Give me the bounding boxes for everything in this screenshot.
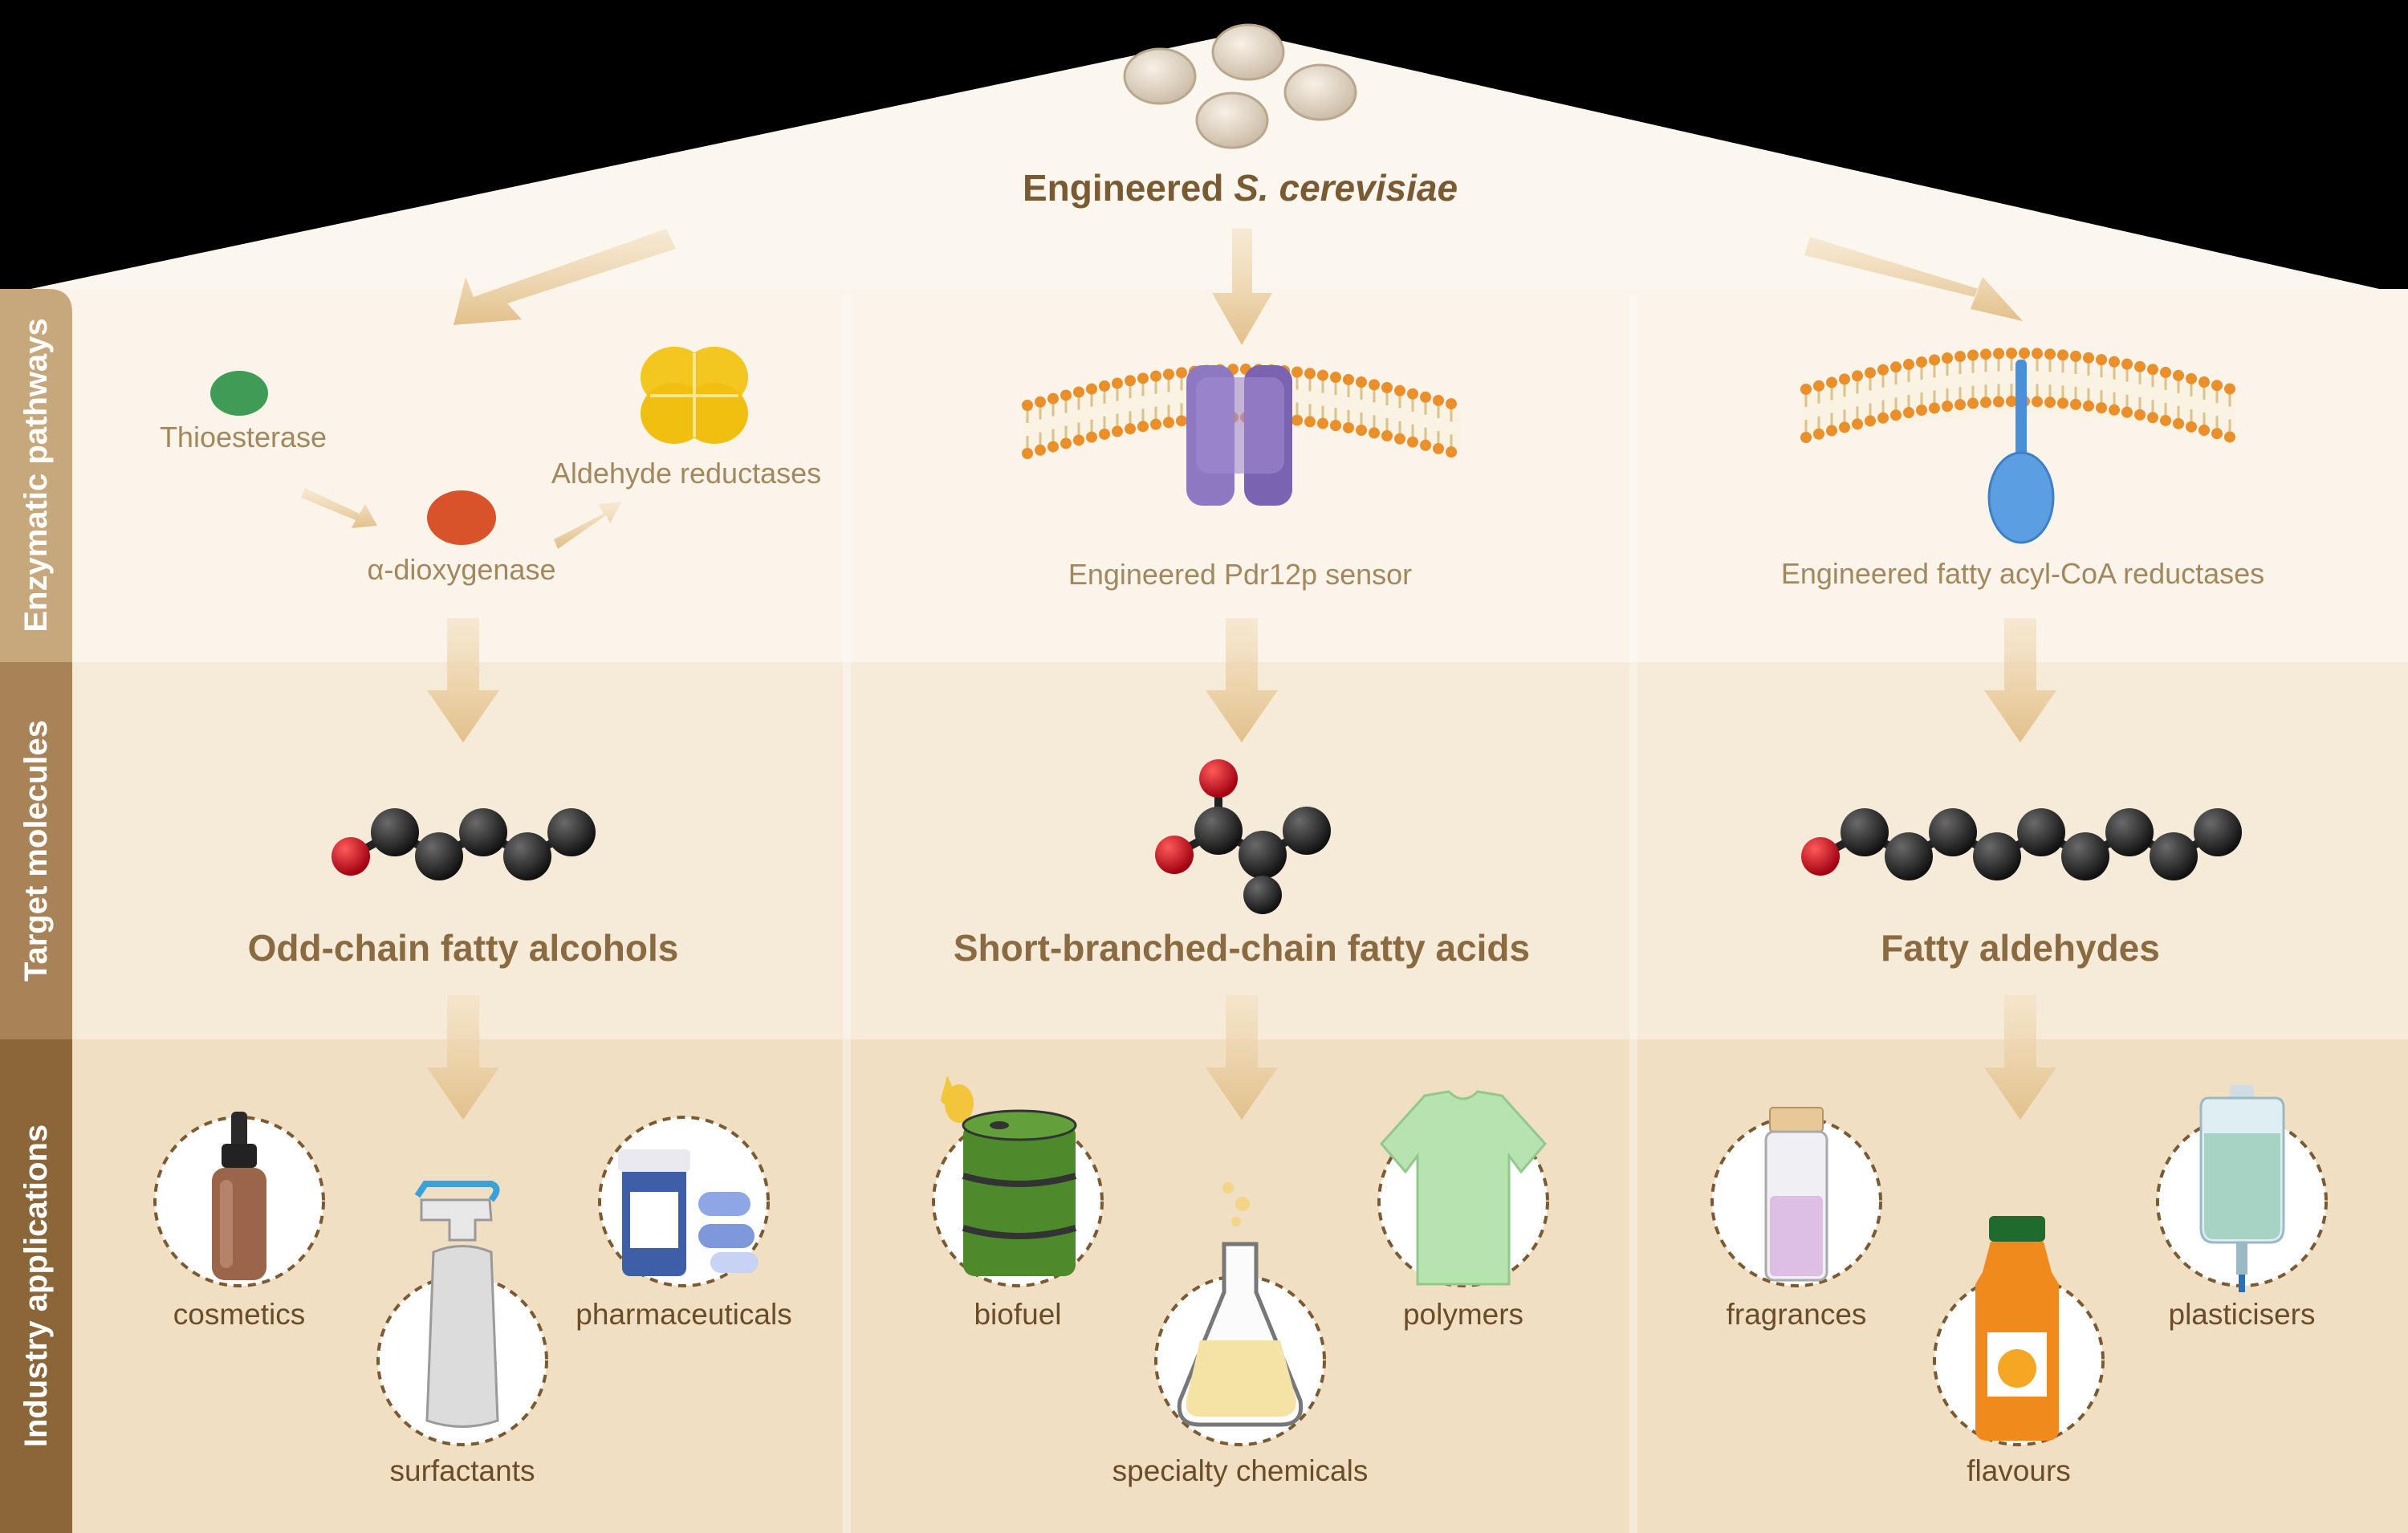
row-label-pathways: Enzymatic pathways bbox=[18, 318, 54, 632]
row-label-applications: Industry applications bbox=[18, 1124, 54, 1447]
oil-drum-icon bbox=[941, 1076, 1077, 1276]
molecule-label-3: Fatty aldehydes bbox=[1881, 927, 2160, 969]
reductase-icon bbox=[641, 347, 748, 444]
molecule-branched-acid-icon bbox=[1155, 759, 1331, 914]
enzyme-thioesterase: Thioesterase bbox=[160, 421, 327, 453]
app-label-polymers: polymers bbox=[1403, 1298, 1523, 1331]
enzyme-aldehyde-reductases: Aldehyde reductases bbox=[551, 457, 821, 490]
row-label-molecules: Target molecules bbox=[18, 720, 54, 982]
app-label-surfactants: surfactants bbox=[390, 1454, 535, 1487]
app-label-fragrances: fragrances bbox=[1727, 1298, 1867, 1331]
enzyme-pdr12p: Engineered Pdr12p sensor bbox=[1068, 558, 1412, 591]
molecule-label-1: Odd-chain fatty alcohols bbox=[248, 927, 679, 969]
juice-bottle-icon bbox=[1975, 1216, 2059, 1441]
main-title: Engineered S. cerevisiae bbox=[1023, 167, 1458, 209]
pill-bottle-icon bbox=[618, 1149, 759, 1276]
down-arrows bbox=[427, 618, 2056, 1120]
pdr12p-transporter bbox=[1186, 365, 1292, 506]
perfume-vial-icon bbox=[1764, 1107, 1828, 1282]
molecule-fatty-aldehyde-icon bbox=[1801, 808, 2242, 880]
yeast-cells-icon bbox=[1123, 23, 1357, 149]
app-label-pharmaceuticals: pharmaceuticals bbox=[576, 1298, 791, 1331]
thioesterase-icon bbox=[210, 371, 268, 416]
top-arrows bbox=[454, 229, 2023, 345]
app-label-flavours: flavours bbox=[1967, 1454, 2071, 1487]
spray-bottle-icon bbox=[414, 1181, 500, 1428]
membrane-transporter-icon bbox=[1022, 364, 1461, 506]
app-label-specialty-chemicals: specialty chemicals bbox=[1112, 1454, 1369, 1487]
app-label-cosmetics: cosmetics bbox=[173, 1298, 305, 1331]
side-tabs: Enzymatic pathways Target molecules Indu… bbox=[0, 289, 72, 1533]
app-label-biofuel: biofuel bbox=[974, 1298, 1061, 1331]
t-shirt-icon bbox=[1380, 1090, 1547, 1286]
flask-icon bbox=[1177, 1182, 1304, 1427]
molecule-odd-chain-alcohol-icon bbox=[332, 808, 596, 880]
enzyme-dioxygenase: α-dioxygenase bbox=[368, 553, 556, 586]
enzyme-far: Engineered fatty acyl-CoA reductases bbox=[1781, 557, 2264, 590]
dioxygenase-icon bbox=[427, 490, 496, 545]
enzyme-pathway-1: Thioesterase α-dioxygenase Aldehyde redu… bbox=[160, 347, 821, 586]
iv-bag-icon bbox=[2199, 1085, 2285, 1292]
app-label-plasticisers: plasticisers bbox=[2169, 1298, 2316, 1331]
molecule-label-2: Short-branched-chain fatty acids bbox=[954, 927, 1530, 969]
dropper-bottle-icon bbox=[212, 1112, 266, 1280]
membrane-enzyme-icon bbox=[1800, 348, 2235, 544]
